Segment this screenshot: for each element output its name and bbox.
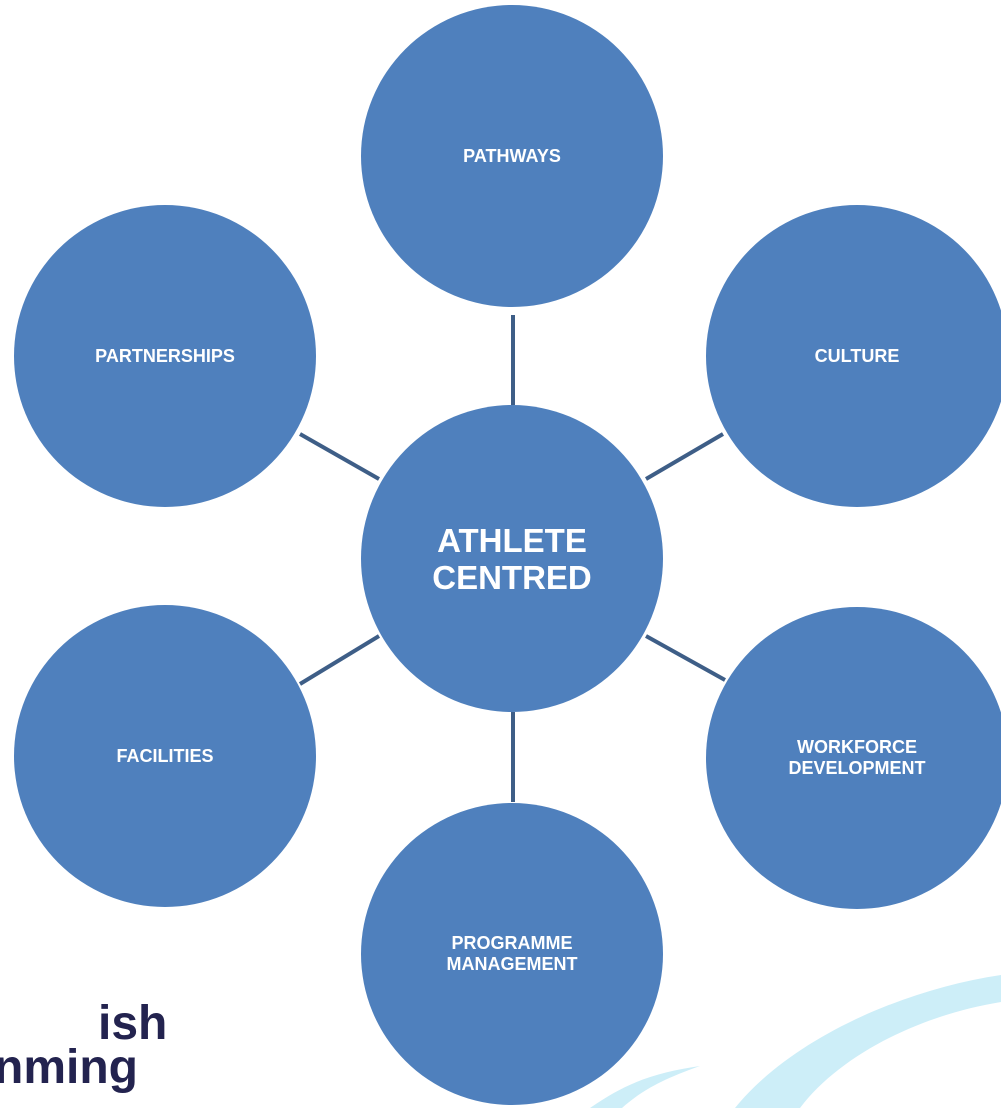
node-workforce-development: WORKFORCE DEVELOPMENT xyxy=(706,607,1001,909)
node-partnerships: PARTNERSHIPS xyxy=(14,205,316,507)
brand-logo: ish nming xyxy=(0,1000,240,1108)
connector-culture xyxy=(644,432,725,481)
node-culture: CULTURE xyxy=(706,205,1001,507)
node-pathways: PATHWAYS xyxy=(361,5,663,307)
node-programme-management: PROGRAMME MANAGEMENT xyxy=(361,803,663,1105)
node-facilities: FACILITIES xyxy=(14,605,316,907)
swirl-inner xyxy=(590,1066,700,1108)
connector-partnerships xyxy=(299,432,380,481)
node-athlete-centred: ATHLETE CENTRED xyxy=(361,405,663,712)
swirl-outer xyxy=(735,975,1001,1108)
logo-text-line-2: nming xyxy=(0,1041,138,1094)
connector-workforce-development xyxy=(645,634,726,682)
connector-facilities xyxy=(298,634,381,686)
logo-text-line-1: ish xyxy=(98,1000,168,1050)
